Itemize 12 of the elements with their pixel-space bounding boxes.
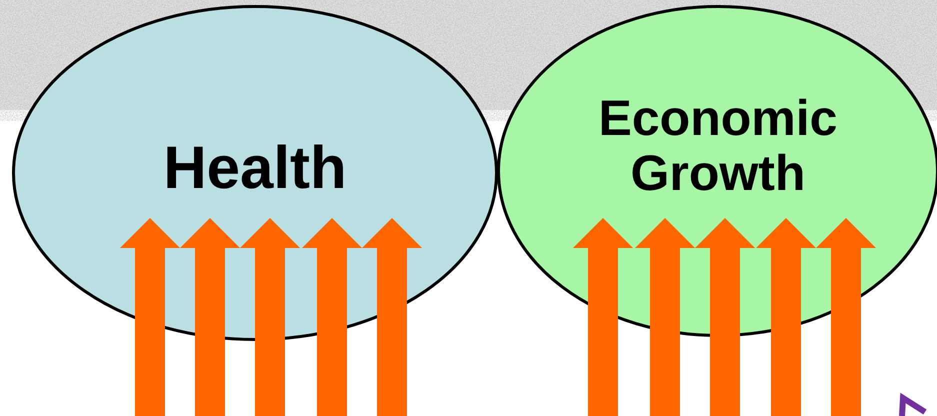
block-arrow — [816, 218, 876, 416]
block-arrow — [635, 218, 695, 416]
block-arrow — [302, 218, 362, 416]
ellipse-label: Health — [162, 135, 348, 201]
block-arrow — [695, 218, 755, 416]
ellipse-label: Economic Growth — [598, 91, 838, 201]
block-arrow — [756, 218, 816, 416]
block-arrow — [120, 218, 180, 416]
block-arrow — [573, 218, 633, 416]
block-arrow — [240, 218, 300, 416]
block-arrow — [180, 218, 240, 416]
block-arrow — [362, 218, 422, 416]
